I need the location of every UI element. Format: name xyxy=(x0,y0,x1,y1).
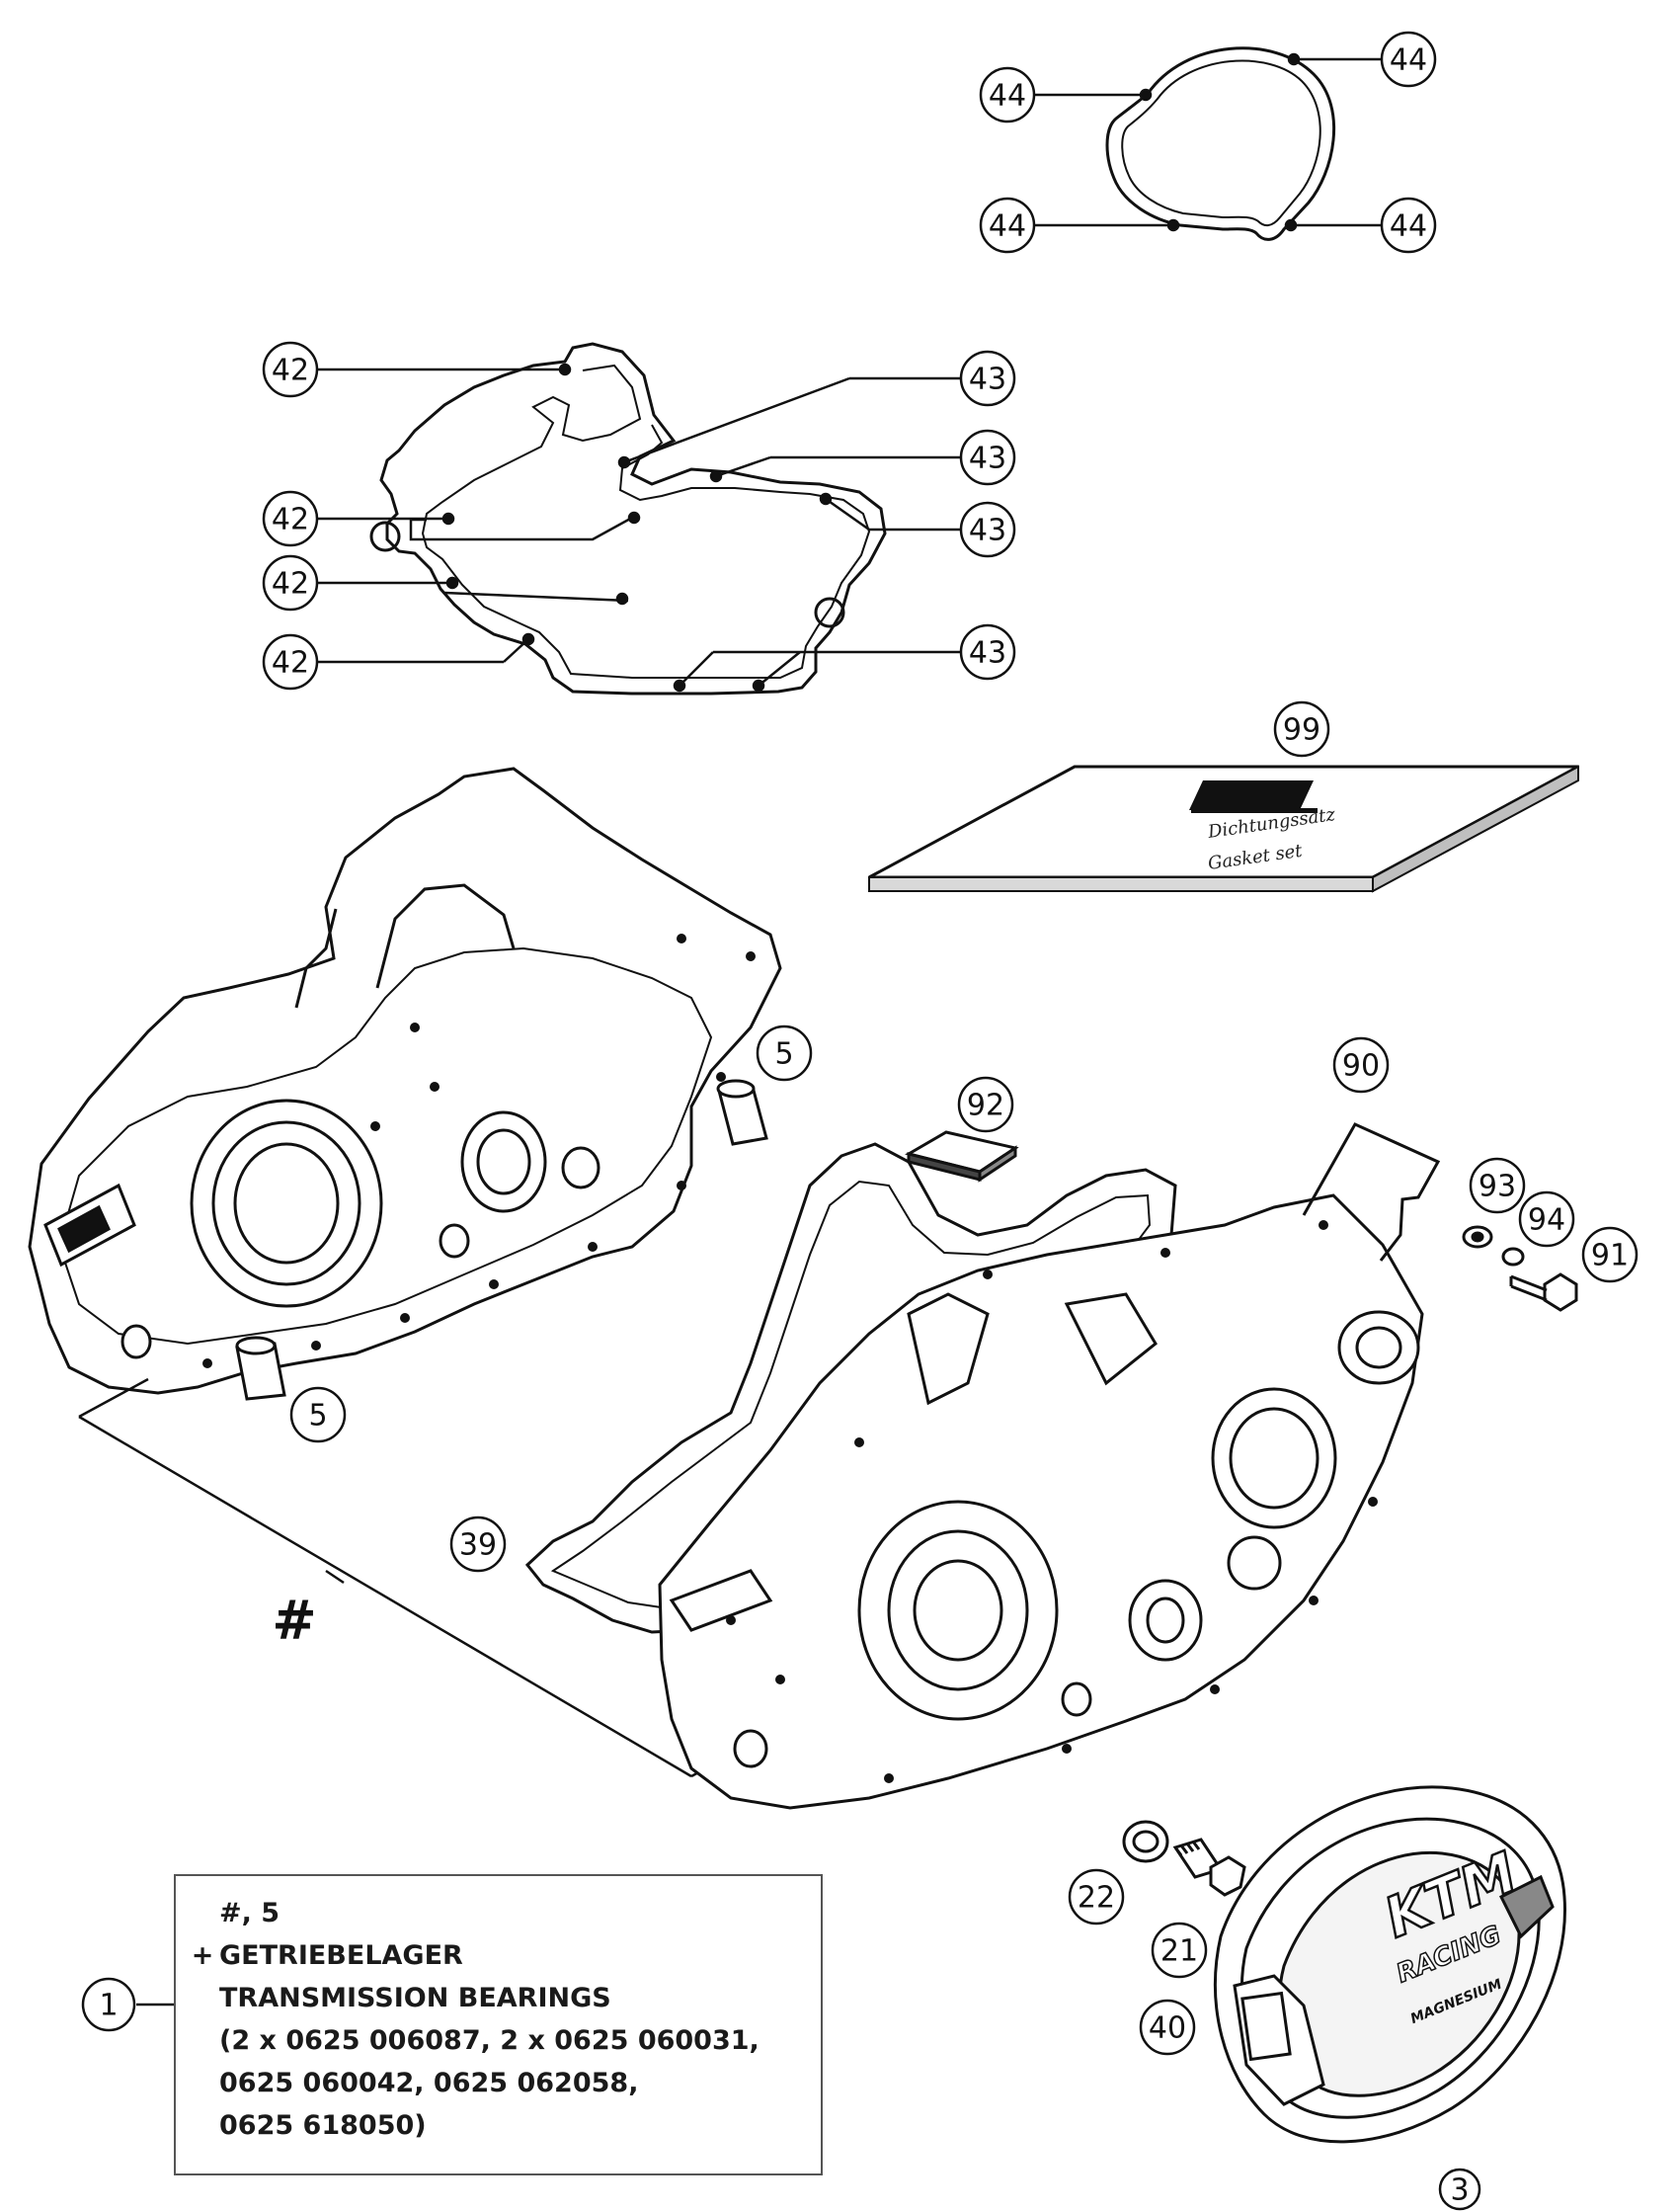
gasket-44-drawing xyxy=(1105,46,1335,241)
crankcase-left-half xyxy=(28,767,782,1395)
callout-43-c: 43 xyxy=(959,501,1016,558)
svg-text:90: 90 xyxy=(1342,1049,1380,1084)
svg-text:44: 44 xyxy=(1390,43,1427,78)
svg-text:42: 42 xyxy=(272,503,309,537)
bushing-5-lower xyxy=(235,1336,286,1401)
callout-44-top-right: 44 xyxy=(1380,31,1437,88)
callout-94: 94 xyxy=(1518,1190,1575,1248)
kit-note-line-4: (2 x 0625 006087, 2 x 0625 060031, xyxy=(176,2019,821,2062)
svg-text:42: 42 xyxy=(272,646,309,681)
svg-text:42: 42 xyxy=(272,567,309,602)
svg-text:43: 43 xyxy=(969,514,1006,548)
part-94-o-ring xyxy=(1501,1247,1525,1267)
kit-note-text-6: 0625 618050) xyxy=(219,2110,427,2141)
svg-text:43: 43 xyxy=(969,363,1006,397)
callout-93: 93 xyxy=(1469,1157,1526,1214)
bushing-5-upper xyxy=(716,1079,768,1146)
kit-note-line-2: +GETRIEBELAGER xyxy=(176,1934,821,1977)
kit-note-plus: + xyxy=(191,1940,214,1971)
gasket-44-leaders xyxy=(1033,52,1383,232)
callout-3: 3 xyxy=(1438,2168,1481,2211)
crankcase-right-half xyxy=(658,1193,1424,1810)
svg-text:44: 44 xyxy=(989,79,1026,114)
kit-note-text-5: 0625 060042, 0625 062058, xyxy=(219,2068,639,2098)
svg-text:43: 43 xyxy=(969,442,1006,476)
svg-text:92: 92 xyxy=(967,1089,1004,1123)
callout-5-upper: 5 xyxy=(756,1024,813,1082)
callout-43-a: 43 xyxy=(959,350,1016,407)
svg-text:5: 5 xyxy=(774,1037,793,1072)
svg-text:44: 44 xyxy=(1390,209,1427,244)
callout-43-d: 43 xyxy=(959,623,1016,681)
callout-39: 39 xyxy=(449,1516,507,1573)
kit-note-text-4: (2 x 0625 006087, 2 x 0625 060031, xyxy=(219,2025,760,2056)
svg-text:21: 21 xyxy=(1160,1934,1198,1969)
manual-booklet: Dichtungssatz Gasket set xyxy=(868,765,1579,893)
callout-42-b: 42 xyxy=(262,490,319,547)
svg-text:42: 42 xyxy=(272,354,309,388)
svg-text:99: 99 xyxy=(1283,713,1320,748)
part-93-washer xyxy=(1462,1225,1493,1249)
callouts: 44 44 44 44 42 42 42 42 43 43 43 43 99 9… xyxy=(262,31,1639,2211)
callout-44-left-lower: 44 xyxy=(979,197,1036,254)
svg-text:44: 44 xyxy=(989,209,1026,244)
kit-note-text-1: #, 5 xyxy=(219,1898,280,1928)
gasket-42-43-drawing xyxy=(369,342,887,696)
part-90-spring-clip xyxy=(1302,1122,1441,1262)
ignition-cover-3 xyxy=(1214,1785,1566,2144)
callout-1: 1 xyxy=(81,1977,136,2032)
kit-note-line-1: #, 5 xyxy=(176,1892,821,1934)
callout-42-a: 42 xyxy=(262,341,319,398)
callout-99: 99 xyxy=(1273,700,1330,758)
callout-40: 40 xyxy=(1139,1999,1196,2056)
kit-note-line-5: 0625 060042, 0625 062058, xyxy=(176,2062,821,2104)
part-91-screw xyxy=(1509,1272,1578,1312)
svg-text:91: 91 xyxy=(1591,1239,1629,1273)
kit-note-line-3: TRANSMISSION BEARINGS xyxy=(176,1977,821,2019)
kit-note-box: #, 5 +GETRIEBELAGER TRANSMISSION BEARING… xyxy=(174,1874,823,2175)
part-22-seal-ring xyxy=(1122,1820,1169,1863)
kit-note-line-6: 0625 618050) xyxy=(176,2104,821,2147)
svg-text:93: 93 xyxy=(1479,1170,1516,1204)
callout-1-number: 1 xyxy=(99,1989,118,2023)
callout-42-c: 42 xyxy=(262,554,319,612)
callout-44-right-lower: 44 xyxy=(1380,197,1437,254)
svg-text:3: 3 xyxy=(1450,2173,1469,2208)
svg-text:39: 39 xyxy=(459,1528,497,1563)
callout-22: 22 xyxy=(1068,1868,1125,1925)
callout-42-d: 42 xyxy=(262,633,319,691)
hash-marker: # xyxy=(272,1590,316,1652)
svg-text:94: 94 xyxy=(1528,1203,1565,1238)
svg-text:40: 40 xyxy=(1149,2011,1186,2046)
callout-43-b: 43 xyxy=(959,429,1016,486)
part-92-pad xyxy=(905,1130,1019,1183)
callout-90: 90 xyxy=(1332,1036,1390,1094)
part-21-drain-plug xyxy=(1172,1838,1246,1897)
gasket-42-43-leaders xyxy=(316,363,963,693)
callout-91: 91 xyxy=(1581,1226,1639,1283)
callout-21: 21 xyxy=(1151,1922,1208,1979)
callout-92: 92 xyxy=(957,1076,1014,1133)
kit-note-text-3: TRANSMISSION BEARINGS xyxy=(219,1983,611,2013)
svg-text:5: 5 xyxy=(308,1399,327,1434)
callout-44-left-upper: 44 xyxy=(979,66,1036,123)
svg-text:22: 22 xyxy=(1078,1881,1115,1916)
kit-note-text-2: GETRIEBELAGER xyxy=(219,1940,463,1971)
callout-5-lower: 5 xyxy=(289,1386,347,1443)
svg-text:43: 43 xyxy=(969,636,1006,671)
